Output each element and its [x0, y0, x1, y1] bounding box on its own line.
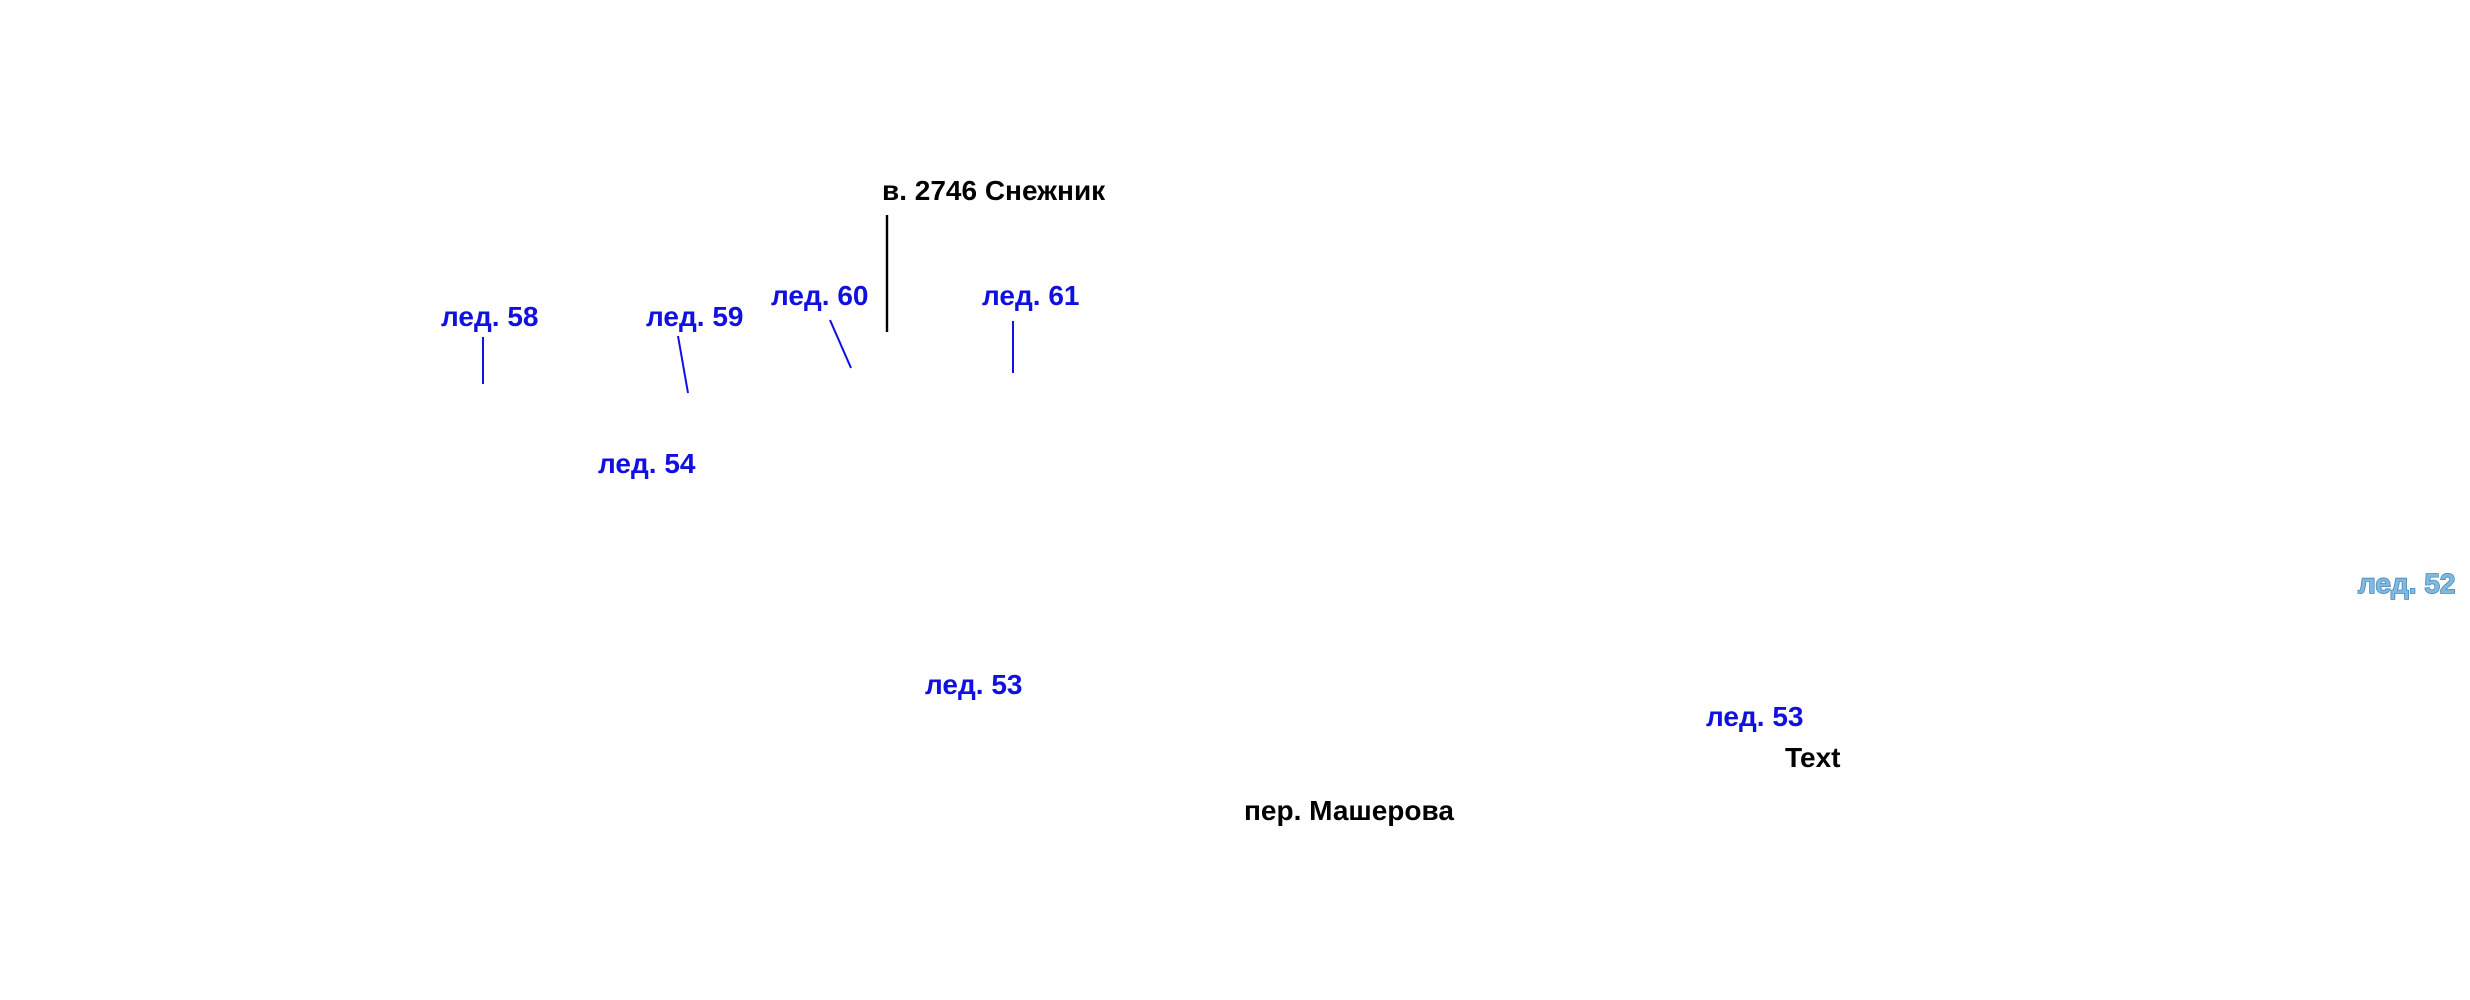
glacier-52-label: лед. 52 — [2358, 568, 2455, 599]
glacier-61-label: лед. 61 — [982, 280, 1079, 311]
glacier-58-label: лед. 58 — [441, 301, 538, 332]
glacier-53-left-label: лед. 53 — [925, 669, 1022, 700]
glacier-54-label: лед. 54 — [598, 448, 696, 479]
glacier-59-leader-line — [677, 335, 689, 394]
glacier-53-right-label: лед. 53 — [1706, 701, 1803, 732]
glacier-60-leader-line — [829, 319, 852, 369]
pass-label: пер. Машерова — [1244, 795, 1454, 826]
summit-label: в. 2746 Снежник — [882, 175, 1106, 206]
glacier-59-label: лед. 59 — [646, 301, 743, 332]
glacier-60-label: лед. 60 — [771, 280, 868, 311]
text-placeholder-label: Text — [1785, 742, 1841, 773]
